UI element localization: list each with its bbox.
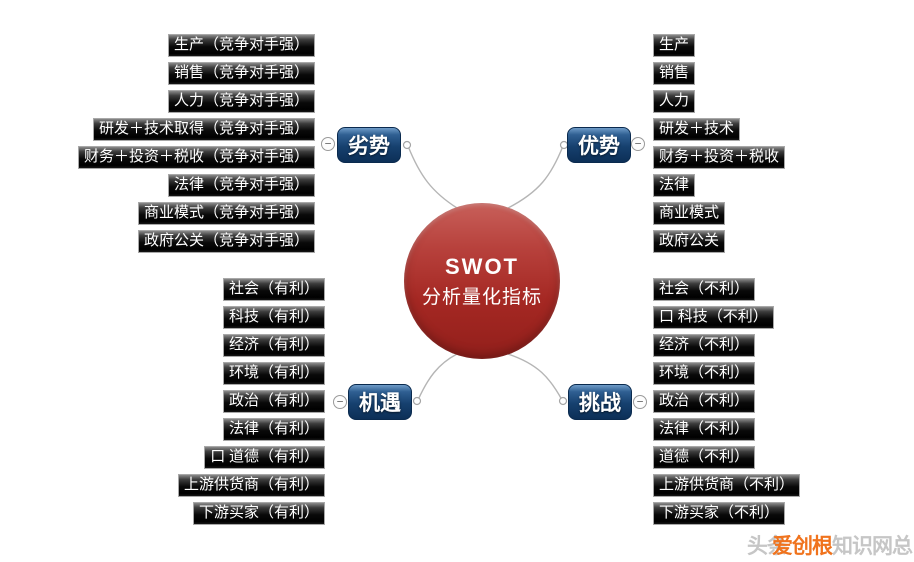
leaf-node[interactable]: 社会（不利） — [653, 278, 756, 301]
leaf-column-weakness: 生产（竞争对手强） 销售（竞争对手强） 人力（竞争对手强） 研发＋技术取得（竞争… — [77, 34, 315, 253]
leaf-node[interactable]: 口 科技（不利） — [653, 306, 774, 329]
watermark-prefix: 头条 — [747, 535, 788, 558]
anchor-dot-challenge — [558, 396, 568, 406]
center-topic-subtitle: 分析量化指标 — [421, 286, 542, 308]
leaf-column-challenge: 社会（不利） 口 科技（不利） 经济（不利） 环境（不利） 政治（不利） 法律（… — [653, 278, 801, 525]
branch-node-opportunity[interactable]: 机遇 — [348, 384, 412, 420]
leaf-node[interactable]: 研发＋技术取得（竞争对手强） — [92, 118, 315, 141]
watermark-brand: 爱创根 — [772, 535, 833, 558]
branch-node-strength[interactable]: 优势 — [567, 127, 631, 163]
leaf-node[interactable]: 人力（竞争对手强） — [167, 90, 315, 113]
leaf-node[interactable]: 下游买家（不利） — [653, 502, 786, 525]
center-topic-title: SWOT — [445, 253, 519, 279]
leaf-node[interactable]: 经济（有利） — [222, 334, 325, 357]
collapse-icon-weakness[interactable]: − — [321, 137, 335, 151]
leaf-node[interactable]: 法律 — [653, 174, 696, 197]
leaf-column-strength: 生产 销售 人力 研发＋技术 财务＋投资＋税收 法律 商业模式 政府公关 — [653, 34, 786, 253]
leaf-node[interactable]: 政府公关 — [653, 230, 726, 253]
leaf-node[interactable]: 环境（有利） — [222, 362, 325, 385]
center-topic[interactable]: SWOT 分析量化指标 — [404, 203, 560, 359]
collapse-icon-strength[interactable]: − — [631, 137, 645, 151]
link-opportunity — [417, 353, 458, 401]
watermark-suffix: 知识网总 — [832, 535, 913, 558]
link-challenge — [507, 353, 563, 401]
leaf-node[interactable]: 环境（不利） — [653, 362, 756, 385]
leaf-node[interactable]: 商业模式（竞争对手强） — [137, 202, 315, 225]
leaf-node[interactable]: 政治（不利） — [653, 390, 756, 413]
collapse-icon-opportunity[interactable]: − — [333, 395, 347, 409]
leaf-node[interactable]: 人力 — [653, 90, 696, 113]
anchor-dot-weakness — [402, 140, 412, 150]
leaf-node[interactable]: 经济（不利） — [653, 334, 756, 357]
leaf-node[interactable]: 下游买家（有利） — [192, 502, 325, 525]
leaf-node[interactable]: 财务＋投资＋税收（竞争对手强） — [77, 146, 315, 169]
leaf-node[interactable]: 研发＋技术 — [653, 118, 741, 141]
leaf-node[interactable]: 上游供货商（不利） — [653, 474, 801, 497]
leaf-node[interactable]: 政治（有利） — [222, 390, 325, 413]
anchor-dot-opportunity — [412, 396, 422, 406]
leaf-node[interactable]: 法律（不利） — [653, 418, 756, 441]
leaf-node[interactable]: 上游供货商（有利） — [177, 474, 325, 497]
branch-node-challenge[interactable]: 挑战 — [568, 384, 632, 420]
leaf-node[interactable]: 生产 — [653, 34, 696, 57]
leaf-node[interactable]: 法律（有利） — [222, 418, 325, 441]
watermark: 头条爱创根知识网总 — [747, 534, 913, 560]
leaf-node[interactable]: 社会（有利） — [222, 278, 325, 301]
leaf-node[interactable]: 道德（不利） — [653, 446, 756, 469]
leaf-node[interactable]: 销售 — [653, 62, 696, 85]
leaf-node[interactable]: 生产（竞争对手强） — [167, 34, 315, 57]
leaf-node[interactable]: 政府公关（竞争对手强） — [137, 230, 315, 253]
link-strength — [507, 145, 564, 209]
leaf-column-opportunity: 社会（有利） 科技（有利） 经济（有利） 环境（有利） 政治（有利） 法律（有利… — [177, 278, 325, 525]
leaf-node[interactable]: 法律（竞争对手强） — [167, 174, 315, 197]
collapse-icon-challenge[interactable]: − — [633, 395, 647, 409]
leaf-node[interactable]: 商业模式 — [653, 202, 726, 225]
link-weakness — [407, 145, 458, 209]
leaf-node[interactable]: 科技（有利） — [222, 306, 325, 329]
leaf-node[interactable]: 口 道德（有利） — [204, 446, 325, 469]
leaf-node[interactable]: 财务＋投资＋税收 — [653, 146, 786, 169]
branch-node-weakness[interactable]: 劣势 — [337, 127, 401, 163]
leaf-node[interactable]: 销售（竞争对手强） — [167, 62, 315, 85]
